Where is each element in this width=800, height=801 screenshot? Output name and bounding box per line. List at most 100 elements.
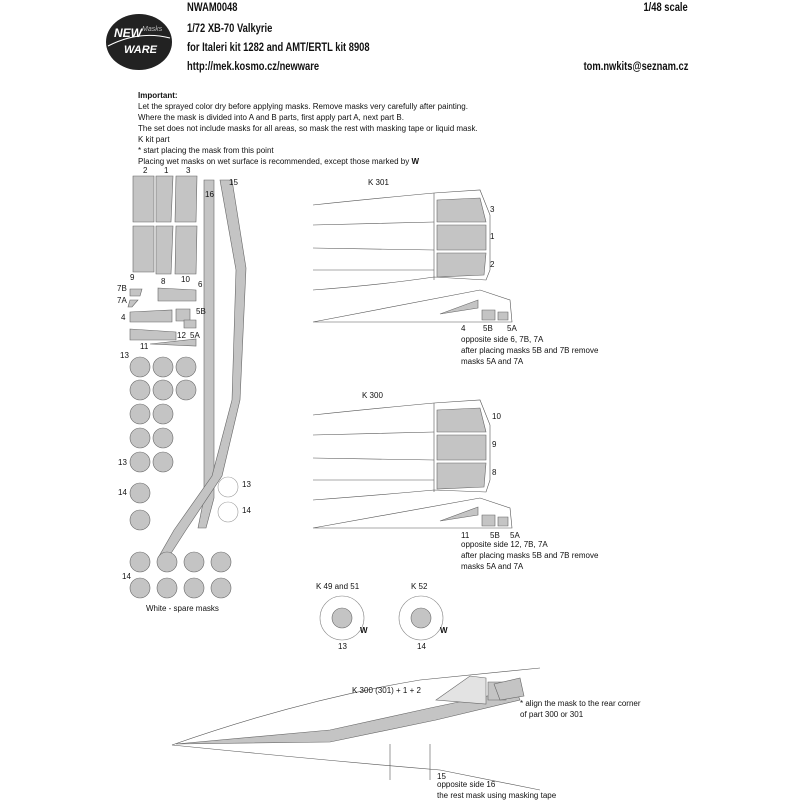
kit-title: 1/72 XB-70 Valkyrie [187,21,273,35]
k300-label-11: 11 [461,531,470,540]
mask-3-top [174,175,198,223]
note-line: * align the mask to the rear corner [520,699,641,708]
k301-title: K 301 [368,178,389,187]
spare-masks-caption: White - spare masks [146,604,219,613]
assembly-part-15: 15 [437,772,446,781]
side-masks [127,287,197,347]
mask-strip-16 [197,179,215,529]
spare-mask-14 [217,501,239,523]
kit-subtitle: for Italeri kit 1282 and AMT/ERTL kit 89… [187,40,370,54]
assembly-title: K 300 (301) + 1 + 2 [352,686,421,695]
label-15: 15 [229,178,238,187]
logo-word-ware: WARE [124,44,157,56]
instruction-line: The set does not include masks for all a… [138,124,478,133]
label-13: 13 [242,480,251,489]
mask-11 [149,338,197,347]
k301-label-5b: 5B [483,324,493,333]
wheel-k49-part: 13 [338,642,347,651]
label-12: 12 [177,331,186,340]
mask-6 [157,287,197,302]
k301-diagram [312,189,513,323]
mask-2-top [132,175,155,223]
mask-10 [174,225,198,275]
k300-window-8: 8 [492,468,497,477]
label-16: 16 [205,190,214,199]
note-line: the rest mask using masking tape [437,791,557,800]
label-7a: 7A [117,296,127,305]
wheel-k49-title: K 49 and 51 [316,582,360,591]
k301-window-3: 3 [490,205,495,214]
k300-notes: opposite side 12, 7B, 7A after placing m… [461,539,598,572]
k300-window-9: 9 [492,440,497,449]
k301-label-4: 4 [461,324,466,333]
spare-mask-13 [217,476,239,498]
wheel-masks [129,356,239,599]
assembly-bottom-notes: opposite side 16 the rest mask using mas… [437,779,556,801]
website-link[interactable]: http://mek.kosmo.cz/newware [187,59,320,73]
label-3: 3 [186,166,191,175]
instructions-heading: Important: [138,91,178,100]
label-14: 14 [118,488,127,497]
instruction-line: Let the sprayed color dry before applyin… [138,102,468,111]
k301-notes: opposite side 6, 7B, 7A after placing ma… [461,334,598,367]
email-link[interactable]: tom.nwkits@seznam.cz [583,59,688,73]
label-5a: 5A [190,331,200,340]
mask-9 [132,225,155,273]
note-line: masks 5A and 7A [461,357,524,366]
k301-label-5a: 5A [507,324,517,333]
mask-12 [129,328,177,341]
wheel-diagrams [319,595,444,641]
logo: NEW Masks WARE [104,12,174,72]
window-masks [132,175,198,275]
mask-5b [175,308,191,322]
wheel-k49-mark: W [360,626,368,635]
logo-graphic [106,14,172,70]
note-line: after placing masks 5B and 7B remove [461,551,599,560]
label-8: 8 [161,277,166,286]
instruction-line: K kit part [138,135,170,144]
instruction-line: Where the mask is divided into A and B p… [138,113,404,122]
label-14: 14 [122,572,131,581]
k301-window-1: 1 [490,232,495,241]
wheel-k52-title: K 52 [411,582,428,591]
mask-8 [155,225,174,275]
mask-1-top [155,175,174,223]
k300-diagram [312,399,513,529]
note-line: of part 300 or 301 [520,710,584,719]
k301-window-2: 2 [490,260,495,269]
label-6: 6 [198,280,203,289]
mask-4 [129,309,173,323]
scale-label: 1/48 scale [643,0,688,14]
assembly-align-note: * align the mask to the rear corner of p… [520,698,641,720]
label-9: 9 [130,273,135,282]
label-13: 13 [120,351,129,360]
k300-title: K 300 [362,391,383,400]
logo-word-new: NEW [114,26,142,40]
mask-7b [129,288,143,297]
note-line: masks 5A and 7A [461,562,524,571]
label-1: 1 [164,166,169,175]
w-mark: W [411,157,420,166]
instruction-line: * start placing the mask from this point [138,146,274,155]
instruction-line: Placing wet masks on wet surface is reco… [138,157,420,166]
wheel-k52-mark: W [440,626,448,635]
mask-5a [183,319,197,329]
label-2: 2 [143,166,148,175]
label-14: 14 [242,506,251,515]
logo-word-masks: Masks [142,26,163,33]
assembly-diagram [171,667,541,791]
note-line: opposite side 16 [437,780,496,789]
wheel-k52-part: 14 [417,642,426,651]
mask-7a [127,299,139,308]
label-13: 13 [118,458,127,467]
label-10: 10 [181,275,190,284]
instructions: Important: Let the sprayed color dry bef… [138,90,478,167]
note-line: opposite side 6, 7B, 7A [461,335,544,344]
label-7b: 7B [117,284,127,293]
label-4: 4 [121,313,126,322]
note-line: after placing masks 5B and 7B remove [461,346,599,355]
label-5b: 5B [196,307,206,316]
k300-label-5a: 5A [510,531,520,540]
product-code: NWAM0048 [187,0,238,14]
